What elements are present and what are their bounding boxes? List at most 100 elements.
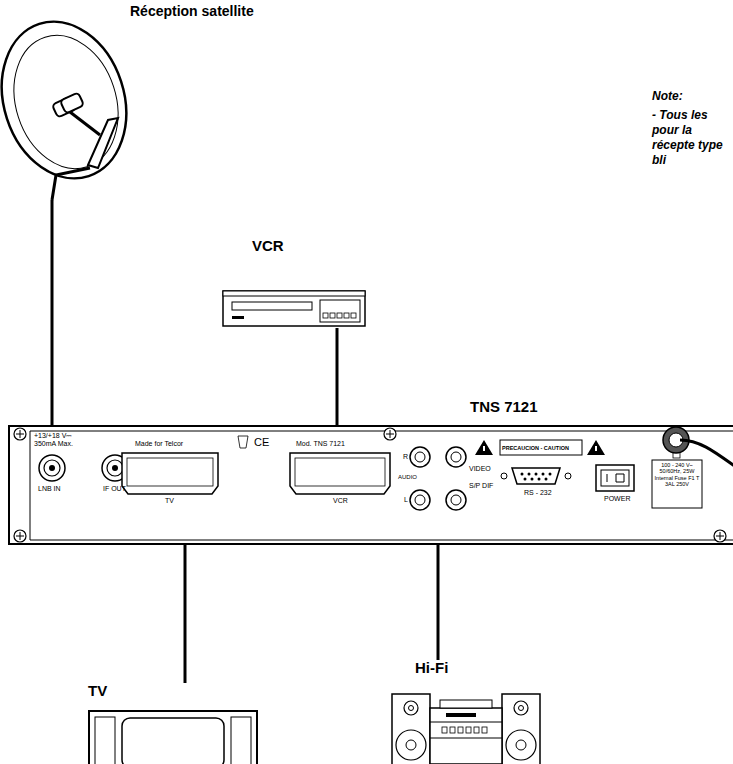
cable	[51, 200, 54, 425]
vcr-drawing	[222, 238, 367, 328]
tv-set: TV	[85, 683, 260, 764]
connector-label: 350mA Max.	[34, 440, 73, 448]
drawing-part	[337, 313, 342, 318]
drawing-part	[290, 453, 390, 494]
drawing-part	[506, 730, 536, 760]
drawing-part	[466, 727, 471, 733]
satellite-dish: Réception satellite	[0, 0, 270, 200]
connector-label: S/P DIF	[469, 482, 493, 490]
drawing-part	[409, 706, 414, 711]
drawing-part	[14, 530, 26, 542]
drawing-part	[475, 440, 493, 455]
drawing-part	[392, 694, 430, 764]
drawing-part	[410, 447, 430, 467]
drawing-part	[430, 722, 502, 738]
drawing-part	[451, 495, 461, 505]
drawing-part	[716, 532, 724, 540]
drawing-part	[112, 465, 118, 471]
drawing-part	[223, 291, 365, 296]
drawing-part	[0, 22, 135, 182]
connector-label: RS - 232	[524, 489, 552, 497]
drawing-part	[16, 430, 24, 438]
connector-label: IF OUT	[103, 485, 126, 493]
drawing-part	[587, 440, 605, 455]
drawing-part	[607, 474, 624, 482]
note-text: - Tous les pour la récepte type bli	[652, 108, 732, 168]
device-title: Réception satellite	[130, 4, 254, 19]
drawing-part	[596, 465, 634, 491]
drawing-part	[519, 706, 524, 711]
drawing-part	[483, 446, 485, 451]
drawing-part	[52, 168, 90, 200]
drawing-part	[232, 316, 244, 319]
connector-label: R	[403, 453, 408, 461]
drawing-part	[601, 470, 629, 486]
cable	[336, 328, 339, 425]
cable	[184, 545, 187, 683]
drawing-part	[122, 453, 218, 494]
hifi-drawing	[390, 660, 542, 764]
drawing-part	[535, 473, 538, 476]
drawing-part	[107, 460, 123, 476]
connector-label: 100 - 240 V~ 50/60Hz, 25W Internal Fuse …	[654, 462, 700, 487]
drawing-part	[542, 473, 545, 476]
connector-label: VIDEO	[469, 465, 491, 473]
drawing-part	[351, 313, 356, 318]
drawing-part	[512, 468, 560, 484]
drawing-part	[516, 740, 526, 750]
drawing-part	[122, 718, 224, 764]
tv-drawing	[85, 683, 260, 764]
drawing-part	[344, 313, 349, 318]
connector-label: AUDIO	[398, 474, 417, 481]
drawing-part	[386, 430, 394, 438]
drawing-part	[60, 92, 84, 113]
drawing-part	[446, 713, 476, 717]
connector-label: VCR	[333, 497, 348, 505]
drawing-part	[406, 740, 416, 750]
device-title: TNS 7121	[470, 399, 538, 416]
connector-label: LNB IN	[38, 485, 61, 493]
drawing-part	[404, 701, 418, 715]
drawing-part	[538, 478, 541, 481]
drawing-part	[565, 473, 571, 479]
drawing-part	[49, 465, 55, 471]
drawing-part	[0, 5, 146, 194]
connector-label: CE	[254, 436, 269, 448]
drawing-part	[295, 458, 385, 486]
drawing-part	[549, 473, 552, 476]
connector-label: L	[404, 496, 408, 504]
drawing-part	[39, 455, 65, 481]
drawing-part	[458, 727, 463, 733]
device-title: VCR	[252, 238, 284, 255]
drawing-part	[500, 440, 582, 455]
drawing-part	[652, 460, 702, 508]
drawing-part	[232, 302, 312, 310]
drawing-part	[450, 727, 455, 733]
drawing-part	[521, 473, 524, 476]
drawing-part	[446, 447, 466, 467]
device-title: TV	[88, 683, 107, 700]
drawing-part	[16, 532, 24, 540]
drawing-part	[231, 717, 251, 764]
drawing-part	[474, 727, 479, 733]
drawing-part	[88, 118, 118, 168]
drawing-part	[442, 727, 447, 733]
hifi-system: Hi-Fi	[390, 660, 542, 764]
drawing-part	[320, 300, 360, 322]
drawing-part	[95, 717, 115, 764]
drawing-part	[70, 112, 100, 135]
dish-drawing	[0, 0, 270, 200]
drawing-part	[446, 490, 466, 510]
note-text: Note:	[652, 90, 683, 103]
drawing-part	[89, 711, 257, 764]
drawing-part	[714, 530, 726, 542]
drawing-part	[415, 452, 425, 462]
drawing-part	[502, 694, 540, 764]
drawing-part	[415, 495, 425, 505]
drawing-part	[30, 431, 733, 540]
drawing-part	[528, 473, 531, 476]
drawing-part	[524, 478, 527, 481]
drawing-part	[545, 478, 548, 481]
receiver-panel: TNS 7121+13/+18 V⎓350mA Max.LNB INIF OUT…	[8, 425, 733, 545]
drawing-part	[531, 478, 534, 481]
